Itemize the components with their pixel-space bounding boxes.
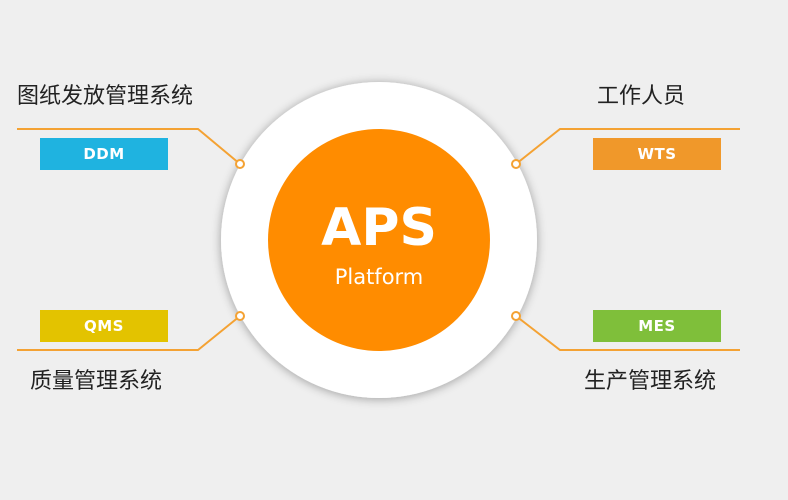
node-label-wts: 工作人员 — [597, 84, 686, 109]
node-label-qms: 质量管理系统 — [30, 369, 163, 394]
badge-mes: MES — [593, 310, 721, 342]
node-label-mes: 生产管理系统 — [584, 369, 717, 394]
aps-title: APS — [321, 198, 437, 258]
node-label-ddm: 图纸发放管理系统 — [17, 84, 194, 109]
connector-ddm — [17, 128, 241, 165]
connector-dot-ddm — [235, 159, 245, 169]
badge-wts: WTS — [593, 138, 721, 170]
connector-dot-qms — [235, 311, 245, 321]
connector-dot-mes — [511, 311, 521, 321]
connector-wts — [515, 128, 740, 165]
connector-dot-wts — [511, 159, 521, 169]
aps-core-circle — [268, 129, 490, 351]
badge-ddm: DDM — [40, 138, 168, 170]
badge-qms: QMS — [40, 310, 168, 342]
connector-qms — [17, 315, 241, 351]
connector-mes — [515, 315, 740, 351]
aps-subtitle: Platform — [334, 265, 424, 289]
